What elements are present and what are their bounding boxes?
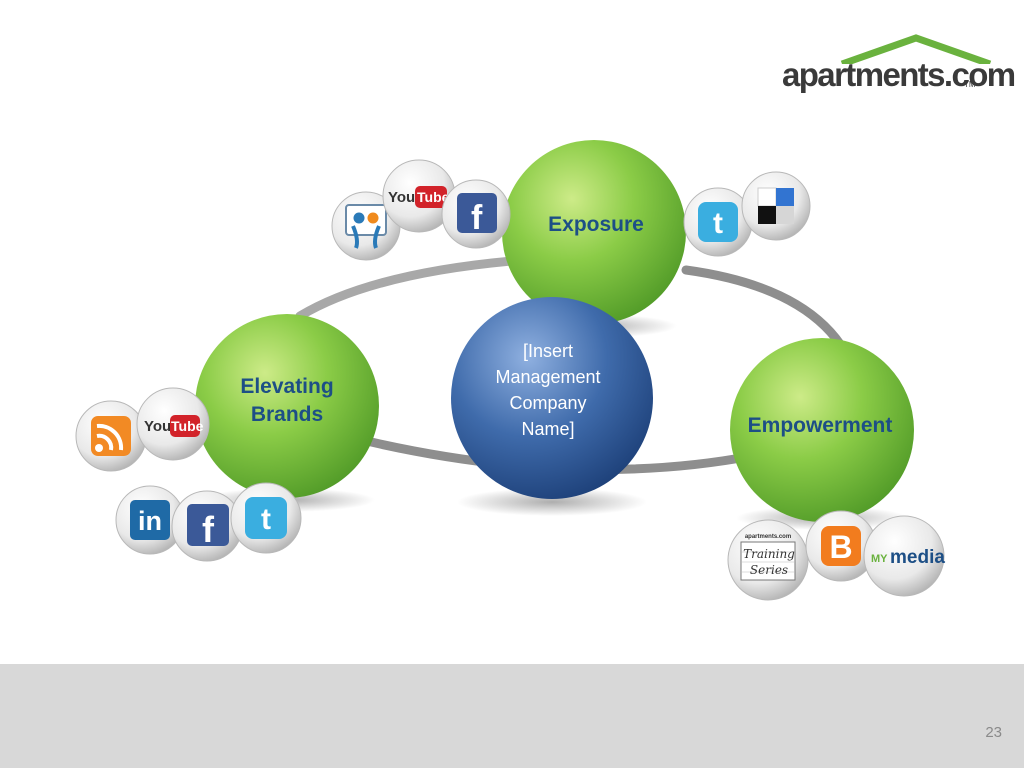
center-line-1: [Insert	[523, 341, 573, 361]
apartments-com-logo: apartments.com TM	[782, 34, 1016, 102]
logo-trademark: TM	[964, 80, 976, 89]
svg-text:B: B	[829, 529, 852, 565]
node-elevating-brands: Elevating Brands	[195, 314, 379, 498]
node-exposure: Exposure	[502, 140, 686, 324]
svg-text:apartments.com: apartments.com	[745, 534, 791, 540]
center-company-circle: [Insert Management Company Name]	[451, 297, 653, 499]
footer-band	[0, 664, 1024, 768]
logo-text: apartments.com	[782, 56, 1016, 93]
center-line-2: Management	[495, 367, 600, 387]
training-series-icon: apartments.com Training Series	[727, 519, 809, 601]
svg-text:You: You	[144, 418, 171, 435]
center-line-4: Name]	[521, 419, 574, 439]
slideshare-icon	[331, 191, 401, 261]
node-empowerment: Empowerment	[730, 338, 914, 522]
svg-text:f: f	[202, 509, 215, 550]
node-elevating-line1: Elevating	[240, 375, 333, 398]
svg-text:in: in	[138, 506, 162, 536]
svg-text:t: t	[713, 207, 723, 240]
twitter-icon-left: t	[230, 482, 302, 554]
youtube-icon-left: You Tube	[136, 387, 210, 461]
rss-icon	[75, 400, 147, 472]
node-empowerment-label: Empowerment	[748, 414, 893, 437]
page-number: 23	[985, 724, 1002, 741]
node-elevating-line2: Brands	[251, 403, 323, 426]
twitter-icon-top: t	[683, 187, 753, 257]
node-exposure-label: Exposure	[548, 213, 644, 236]
roof-icon	[840, 34, 992, 64]
delicious-icon	[741, 171, 811, 241]
svg-text:media: media	[890, 547, 945, 568]
svg-text:Tube: Tube	[417, 189, 450, 205]
svg-text:Series: Series	[750, 563, 788, 577]
center-line-3: Company	[509, 393, 586, 413]
svg-text:Tube: Tube	[171, 418, 204, 434]
facebook-icon-left: f	[171, 490, 243, 562]
blogger-icon: B	[805, 510, 877, 582]
svg-text:f: f	[471, 199, 483, 237]
mymedia-icon: MY media	[863, 515, 945, 597]
svg-text:Training: Training	[743, 547, 795, 561]
svg-text:t: t	[261, 503, 271, 536]
facebook-icon-top: f	[441, 179, 511, 249]
youtube-icon-top: You Tube	[382, 159, 456, 233]
linkedin-icon: in	[115, 485, 185, 555]
svg-text:You: You	[388, 189, 415, 206]
svg-text:MY: MY	[871, 553, 888, 565]
